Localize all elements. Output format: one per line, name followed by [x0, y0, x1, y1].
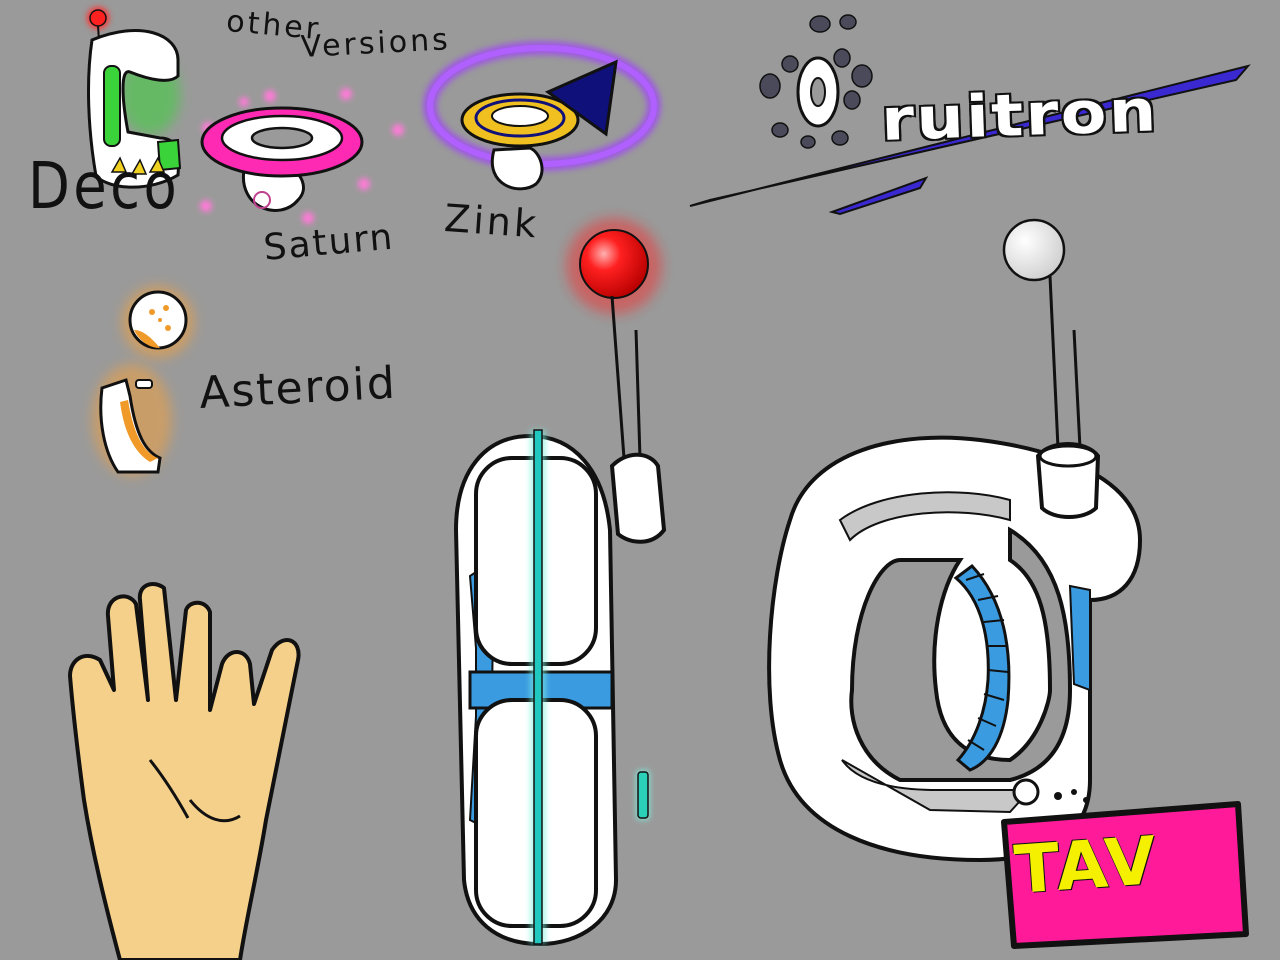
logo-text: ruitron: [880, 76, 1160, 154]
deco-robot: [87, 7, 182, 189]
robot-side-view: [453, 218, 667, 947]
signature-box: [1001, 801, 1249, 949]
hand-drawing: [68, 582, 301, 960]
label-asteroid: Asteroid: [198, 357, 398, 419]
artist-signature: TAV: [1012, 821, 1161, 909]
saturn-robot: [200, 88, 404, 224]
label-deco: Deco: [28, 150, 181, 224]
asteroid-robot: [92, 286, 194, 476]
zink-robot: [423, 41, 661, 191]
ruitron-logo: [689, 14, 1251, 216]
robot-front-view: [767, 218, 1143, 863]
label-zink: Zink: [442, 196, 541, 247]
